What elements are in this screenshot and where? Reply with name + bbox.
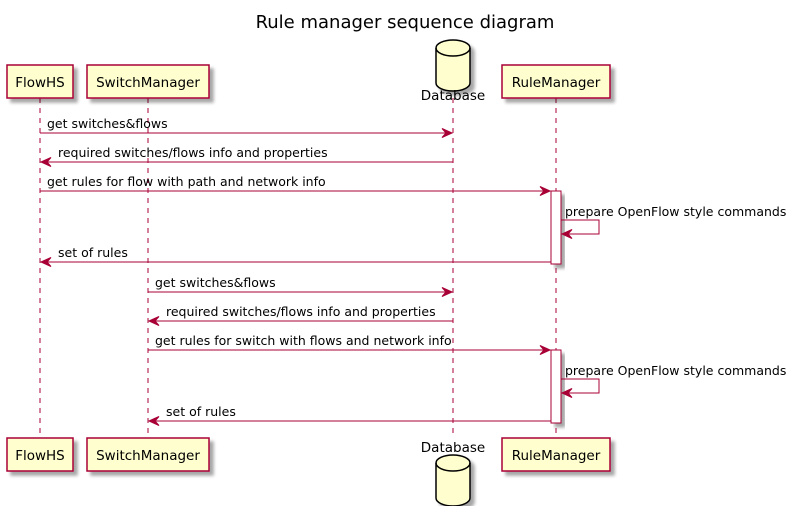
participant-label: RuleManager <box>512 75 601 91</box>
message-label: required switches/flows info and propert… <box>58 145 328 160</box>
arrowhead-icon <box>560 229 573 239</box>
participant-box <box>501 437 611 472</box>
message-label: get switches&flows <box>155 275 276 290</box>
database-icon <box>435 39 471 92</box>
message-2: required switches/flows info and propert… <box>39 145 453 167</box>
message-label: prepare OpenFlow style commands <box>565 363 786 378</box>
arrowhead-icon <box>539 345 552 355</box>
participant-box <box>501 64 611 99</box>
message-label: required switches/flows info and propert… <box>166 304 436 319</box>
participant-switchmanager-top: SwitchManager <box>86 64 210 99</box>
arrowhead-icon <box>441 128 454 138</box>
arrowhead-icon <box>147 416 160 426</box>
participant-rulemanager-bottom: RuleManager <box>501 437 611 472</box>
diagram-title: Rule manager sequence diagram <box>256 12 555 33</box>
activation-bar-1 <box>550 190 562 265</box>
message-label: set of rules <box>166 404 236 419</box>
participant-label: SwitchManager <box>96 448 200 464</box>
participant-box <box>6 437 74 472</box>
message-label: get rules for flow with path and network… <box>47 174 326 189</box>
message-10: set of rules <box>147 404 551 426</box>
message-6: get switches&flows <box>148 275 454 297</box>
message-9: prepare OpenFlow style commands <box>560 363 786 398</box>
message-label: get switches&flows <box>47 116 168 131</box>
message-5: set of rules <box>39 245 551 267</box>
message-4: prepare OpenFlow style commands <box>560 204 786 239</box>
self-message-arrow <box>561 219 600 235</box>
arrowhead-icon <box>441 287 454 297</box>
participant-label: SwitchManager <box>96 75 200 91</box>
participant-label: FlowHS <box>15 75 65 91</box>
message-7: required switches/flows info and propert… <box>147 304 453 326</box>
arrowhead-icon <box>560 388 573 398</box>
participant-label: RuleManager <box>512 448 601 464</box>
database-icon-rim <box>435 47 471 57</box>
participant-flowhs-top: FlowHS <box>6 64 74 99</box>
arrowhead-icon <box>147 316 160 326</box>
message-label: get rules for switch with flows and netw… <box>155 333 452 348</box>
self-message-arrow <box>561 378 600 394</box>
participant-rulemanager-top: RuleManager <box>501 64 611 99</box>
participant-box <box>6 64 74 99</box>
message-label: prepare OpenFlow style commands <box>565 204 786 219</box>
message-3: get rules for flow with path and network… <box>40 174 552 196</box>
message-1: get switches&flows <box>40 116 454 138</box>
participant-database-top: Database <box>421 39 485 104</box>
message-label: set of rules <box>58 245 128 260</box>
activations-layer <box>550 190 562 424</box>
participant-flowhs-bottom: FlowHS <box>6 437 74 472</box>
participant-box <box>86 64 210 99</box>
message-8: get rules for switch with flows and netw… <box>148 333 552 355</box>
participant-label: Database <box>421 440 485 456</box>
arrowhead-icon <box>39 257 52 267</box>
activation-bar-2 <box>550 349 562 424</box>
participant-label: FlowHS <box>15 448 65 464</box>
arrowhead-icon <box>39 157 52 167</box>
messages-layer: get switches&flows required switches/flow… <box>39 116 786 426</box>
participants-layer: FlowHSFlowHSSwitchManagerSwitchManagerDa… <box>6 39 611 506</box>
participant-box <box>86 437 210 472</box>
database-icon-rim <box>435 462 471 472</box>
arrowhead-icon <box>539 186 552 196</box>
participant-label: Database <box>421 88 485 104</box>
database-icon <box>435 454 471 506</box>
participant-switchmanager-bottom: SwitchManager <box>86 437 210 472</box>
participant-database-bottom: Database <box>421 440 485 506</box>
